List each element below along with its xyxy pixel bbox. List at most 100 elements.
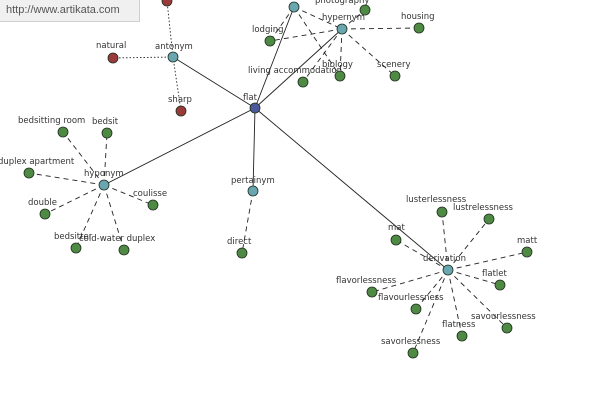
node-antonym[interactable]: antonym — [155, 42, 193, 63]
node-dot-lusterlessness[interactable] — [436, 206, 448, 218]
node-lustrelessness[interactable]: lustrelessness — [453, 203, 514, 225]
node-dot-lodging[interactable] — [264, 35, 276, 47]
node-lodging[interactable]: lodging — [252, 25, 284, 47]
node-dot-topnode[interactable] — [288, 1, 300, 13]
node-dot-pertainym[interactable] — [247, 185, 259, 197]
node-dot-flat[interactable] — [249, 102, 261, 114]
node-savourlessness[interactable]: savourlessness — [471, 312, 536, 334]
edge-solid-flat-hypernym — [254, 28, 343, 109]
edge-dashed-topnode-biology — [293, 6, 341, 77]
node-living-accommodation[interactable]: living accommodation — [248, 66, 342, 88]
edge-dashed-hyponym-bedsitter — [75, 184, 105, 249]
edge-dashed-hyponym-duplex_apartment — [28, 172, 105, 186]
node-derivation[interactable]: derivation — [423, 254, 466, 276]
node-dot-coulisse[interactable] — [147, 199, 159, 211]
edge-solid-flat-hyponym — [103, 107, 256, 186]
node-bedsitting-room[interactable]: bedsitting room — [18, 116, 85, 138]
node-dot-flavourlessness[interactable] — [410, 303, 422, 315]
node-flat[interactable]: flat — [243, 93, 261, 114]
nodes-layer: flat antonym hypernym hyponym pertainym deriv… — [0, 0, 538, 359]
node-dot-antonym[interactable] — [167, 51, 179, 63]
node-savorlessness[interactable]: savorlessness — [381, 337, 441, 359]
node-label-living-accommodation: living accommodation — [248, 66, 342, 76]
edge-dashed-derivation-flatlet — [447, 269, 501, 286]
node-dot-bedsitting-room[interactable] — [57, 126, 69, 138]
edge-dashed-derivation-flavourlessness — [415, 269, 449, 310]
node-label-savourlessness: savourlessness — [471, 312, 536, 322]
node-label-matt: matt — [517, 236, 538, 246]
node-dot-photography[interactable] — [359, 4, 371, 16]
node-flatlet[interactable]: flatlet — [482, 269, 507, 291]
node-dot-savorlessness[interactable] — [407, 347, 419, 359]
node-dot-direct[interactable] — [236, 247, 248, 259]
node-housing[interactable]: housing — [401, 12, 435, 34]
node-scenery[interactable]: scenery — [377, 60, 410, 82]
node-hypernym[interactable]: hypernym — [322, 13, 365, 35]
node-label-housing: housing — [401, 12, 435, 22]
node-coulisse[interactable]: coulisse — [133, 189, 167, 211]
node-hyponym[interactable]: hyponym — [84, 169, 124, 191]
node-label-flat: flat — [243, 93, 258, 103]
edge-dashed-derivation-lustrelessness — [447, 218, 490, 271]
node-dot-living-accommodation[interactable] — [297, 76, 309, 88]
node-label-flatlet: flatlet — [482, 269, 507, 279]
node-dot-mat[interactable] — [390, 234, 402, 246]
node-flavorlessness[interactable]: flavorlessness — [336, 276, 397, 298]
node-dot-biology[interactable] — [334, 70, 346, 82]
node-dot-savourlessness[interactable] — [501, 322, 513, 334]
node-label-hyponym: hyponym — [84, 169, 124, 179]
node-duplex-apartment[interactable]: duplex apartment — [0, 157, 75, 179]
node-label-savorlessness: savorlessness — [381, 337, 441, 347]
node-dot-flatness[interactable] — [456, 330, 468, 342]
node-dot-matt[interactable] — [521, 246, 533, 258]
node-dot-scenery[interactable] — [389, 70, 401, 82]
edge-solid-flat-antonym — [172, 56, 256, 109]
node-label-scenery: scenery — [377, 60, 410, 70]
node-dot-bedsitter[interactable] — [70, 242, 82, 254]
node-label-bedsitter: bedsitter — [54, 232, 93, 242]
edge-dashed-derivation-lusterlessness — [441, 211, 449, 271]
node-label-biology: biology — [322, 60, 353, 70]
node-dot-hypernym[interactable] — [336, 23, 348, 35]
node-bedsitter[interactable]: bedsitter — [54, 232, 93, 254]
node-label-bedsitting-room: bedsitting room — [18, 116, 85, 126]
node-dot-topred[interactable] — [161, 0, 173, 7]
node-flavourlessness[interactable]: flavourlessness — [378, 293, 444, 315]
node-flatness[interactable]: flatness — [442, 320, 476, 342]
node-bedsit[interactable]: bedsit — [92, 117, 119, 139]
node-double[interactable]: double — [28, 198, 57, 220]
node-sharp[interactable]: sharp — [168, 95, 192, 117]
node-dot-sharp[interactable] — [175, 105, 187, 117]
edge-dotted-antonym-topred — [166, 0, 174, 58]
node-dot-natural[interactable] — [107, 52, 119, 64]
node-topred[interactable] — [161, 0, 173, 7]
site-url-banner[interactable]: http://www.artikata.com — [0, 0, 140, 22]
node-dot-double[interactable] — [39, 208, 51, 220]
node-label-duplex-apartment: duplex apartment — [0, 157, 75, 167]
node-matt[interactable]: matt — [517, 236, 538, 258]
node-dot-housing[interactable] — [413, 22, 425, 34]
node-dot-cold-water-duplex[interactable] — [118, 244, 130, 256]
node-pertainym[interactable]: pertainym — [231, 176, 275, 197]
node-dot-flatlet[interactable] — [494, 279, 506, 291]
node-natural[interactable]: natural — [96, 41, 126, 64]
node-biology[interactable]: biology — [322, 60, 353, 82]
node-mat[interactable]: mat — [388, 223, 405, 246]
node-dot-bedsit[interactable] — [101, 127, 113, 139]
node-label-flatness: flatness — [442, 320, 476, 330]
edge-dashed-hypernym-housing — [341, 27, 420, 30]
node-dot-derivation[interactable] — [442, 264, 454, 276]
node-dot-duplex-apartment[interactable] — [23, 167, 35, 179]
site-url-text[interactable]: http://www.artikata.com — [6, 4, 120, 16]
node-topnode[interactable] — [288, 1, 300, 13]
node-label-sharp: sharp — [168, 95, 192, 105]
node-dot-hyponym[interactable] — [98, 179, 110, 191]
node-dot-flavorlessness[interactable] — [366, 286, 378, 298]
edge-dashed-derivation-savourlessness — [447, 269, 508, 329]
edge-dashed-hypernym-living_accommodation — [302, 28, 343, 83]
node-lusterlessness[interactable]: lusterlessness — [406, 195, 467, 218]
node-dot-lustrelessness[interactable] — [483, 213, 495, 225]
node-cold-water-duplex[interactable]: cold-water duplex — [79, 234, 155, 256]
node-direct[interactable]: direct — [227, 237, 252, 259]
node-photography[interactable]: photography — [315, 0, 371, 16]
